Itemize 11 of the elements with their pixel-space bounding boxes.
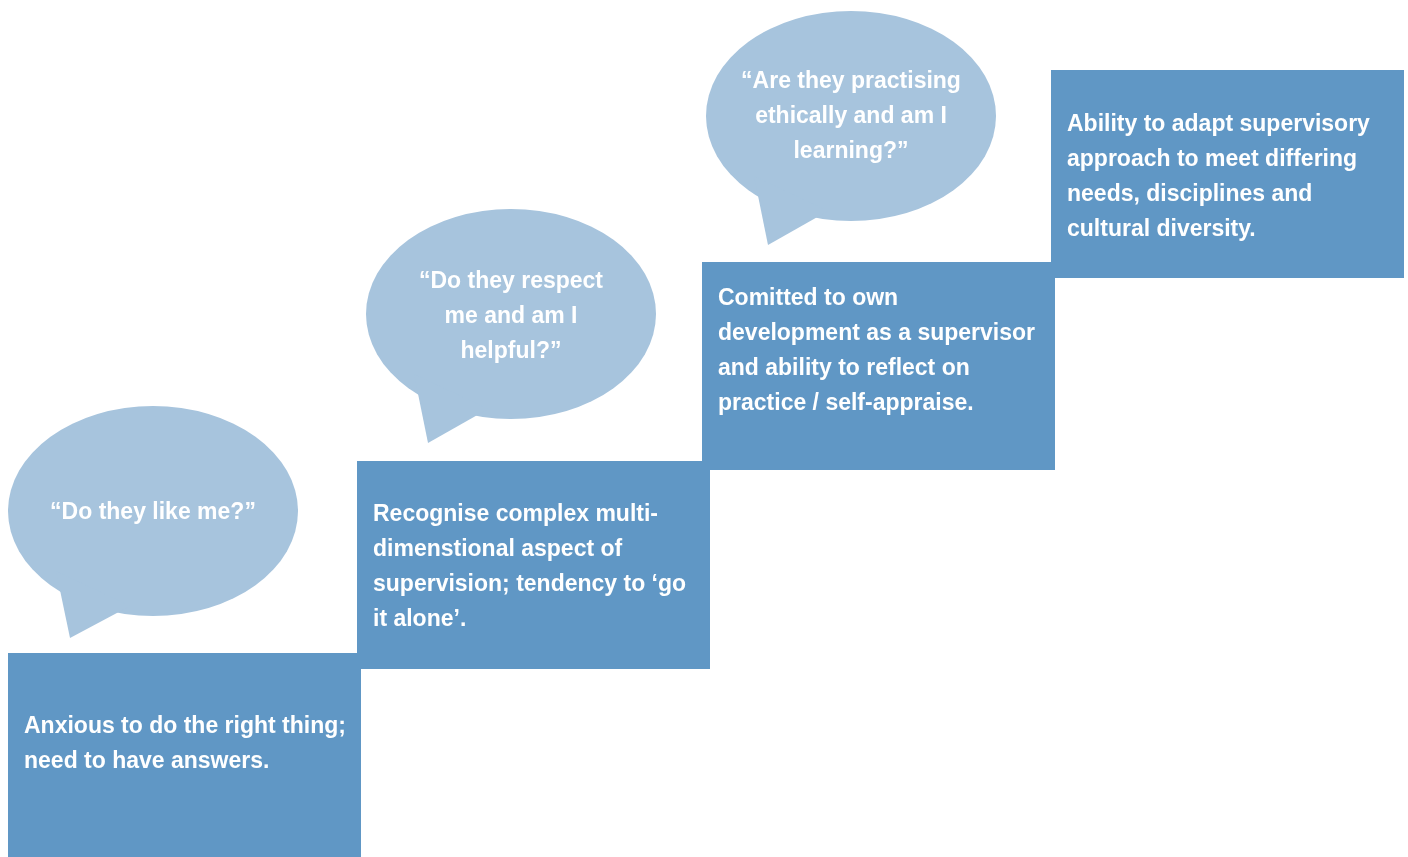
step-box <box>357 461 710 669</box>
step-box <box>8 653 361 857</box>
step-text: Anxious to do the right thing; need to have answers. <box>24 711 347 775</box>
step-text: Recognise complex multi-dimenstional aspect of supervision; tendency to ‘go it alone’. <box>373 499 688 633</box>
step-text: Ability to adapt supervisory approach to meet differing needs, disciplines and cultural diversity. <box>1067 109 1371 243</box>
quote-text: “Do they respect me and am I helpful?” <box>417 266 605 365</box>
quote-text: “Do they like me?” <box>49 497 257 526</box>
step-box <box>1051 70 1404 278</box>
step-box <box>702 262 1055 470</box>
step-text: Comitted to own development as a supervisor and ability to reflect on practice / self-appraise. <box>718 283 1036 417</box>
quote-text: “Are they practising ethically and am I learning?” <box>740 66 962 165</box>
